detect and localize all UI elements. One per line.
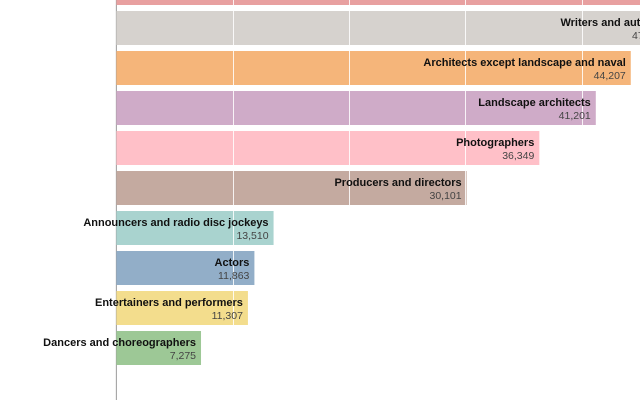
bar-actors xyxy=(116,251,255,285)
bar-value-dancers-and-choreographers: 7,275 xyxy=(170,350,196,362)
bar-label-announcers-and-radio-disc-jockeys: Announcers and radio disc jockeys xyxy=(83,217,268,229)
bar-architects-except-landscape-and-naval xyxy=(116,51,631,85)
bar-label-architects-except-landscape-and-naval: Architects except landscape and naval xyxy=(423,57,625,69)
bar-label-producers-and-directors: Producers and directors xyxy=(334,177,461,189)
bar-photographers xyxy=(116,131,540,165)
label-layer: Writers and authors47,507Architects exce… xyxy=(43,17,640,362)
bar-dancers-and-choreographers xyxy=(116,331,202,365)
bar-value-entertainers-and-performers: 11,307 xyxy=(212,310,243,322)
bar-value-writers-and-authors: 47,507 xyxy=(632,30,640,42)
bar-value-photographers: 36,349 xyxy=(502,150,534,162)
bar-row-0 xyxy=(116,0,640,5)
bar-label-landscape-architects: Landscape architects xyxy=(478,97,591,109)
bar-announcers-and-radio-disc-jockeys xyxy=(116,211,274,245)
bar-label-photographers: Photographers xyxy=(456,137,534,149)
bar-entertainers-and-performers xyxy=(116,291,248,325)
bar-value-producers-and-directors: 30,101 xyxy=(430,190,462,202)
bar-label-entertainers-and-performers: Entertainers and performers xyxy=(95,297,243,309)
bar-landscape-architects xyxy=(116,91,596,125)
bar-value-landscape-architects: 41,201 xyxy=(559,110,591,122)
bar-value-actors: 11,863 xyxy=(218,270,249,282)
bar-label-actors: Actors xyxy=(215,257,250,269)
bar-label-writers-and-authors: Writers and authors xyxy=(560,17,640,29)
bar-label-dancers-and-choreographers: Dancers and choreographers xyxy=(43,337,196,349)
bar-value-architects-except-landscape-and-naval: 44,207 xyxy=(594,70,626,82)
bar-producers-and-directors xyxy=(116,171,467,205)
bar-value-announcers-and-radio-disc-jockeys: 13,510 xyxy=(236,230,268,242)
bar-layer xyxy=(116,0,640,400)
bar-writers-and-authors xyxy=(116,11,640,45)
